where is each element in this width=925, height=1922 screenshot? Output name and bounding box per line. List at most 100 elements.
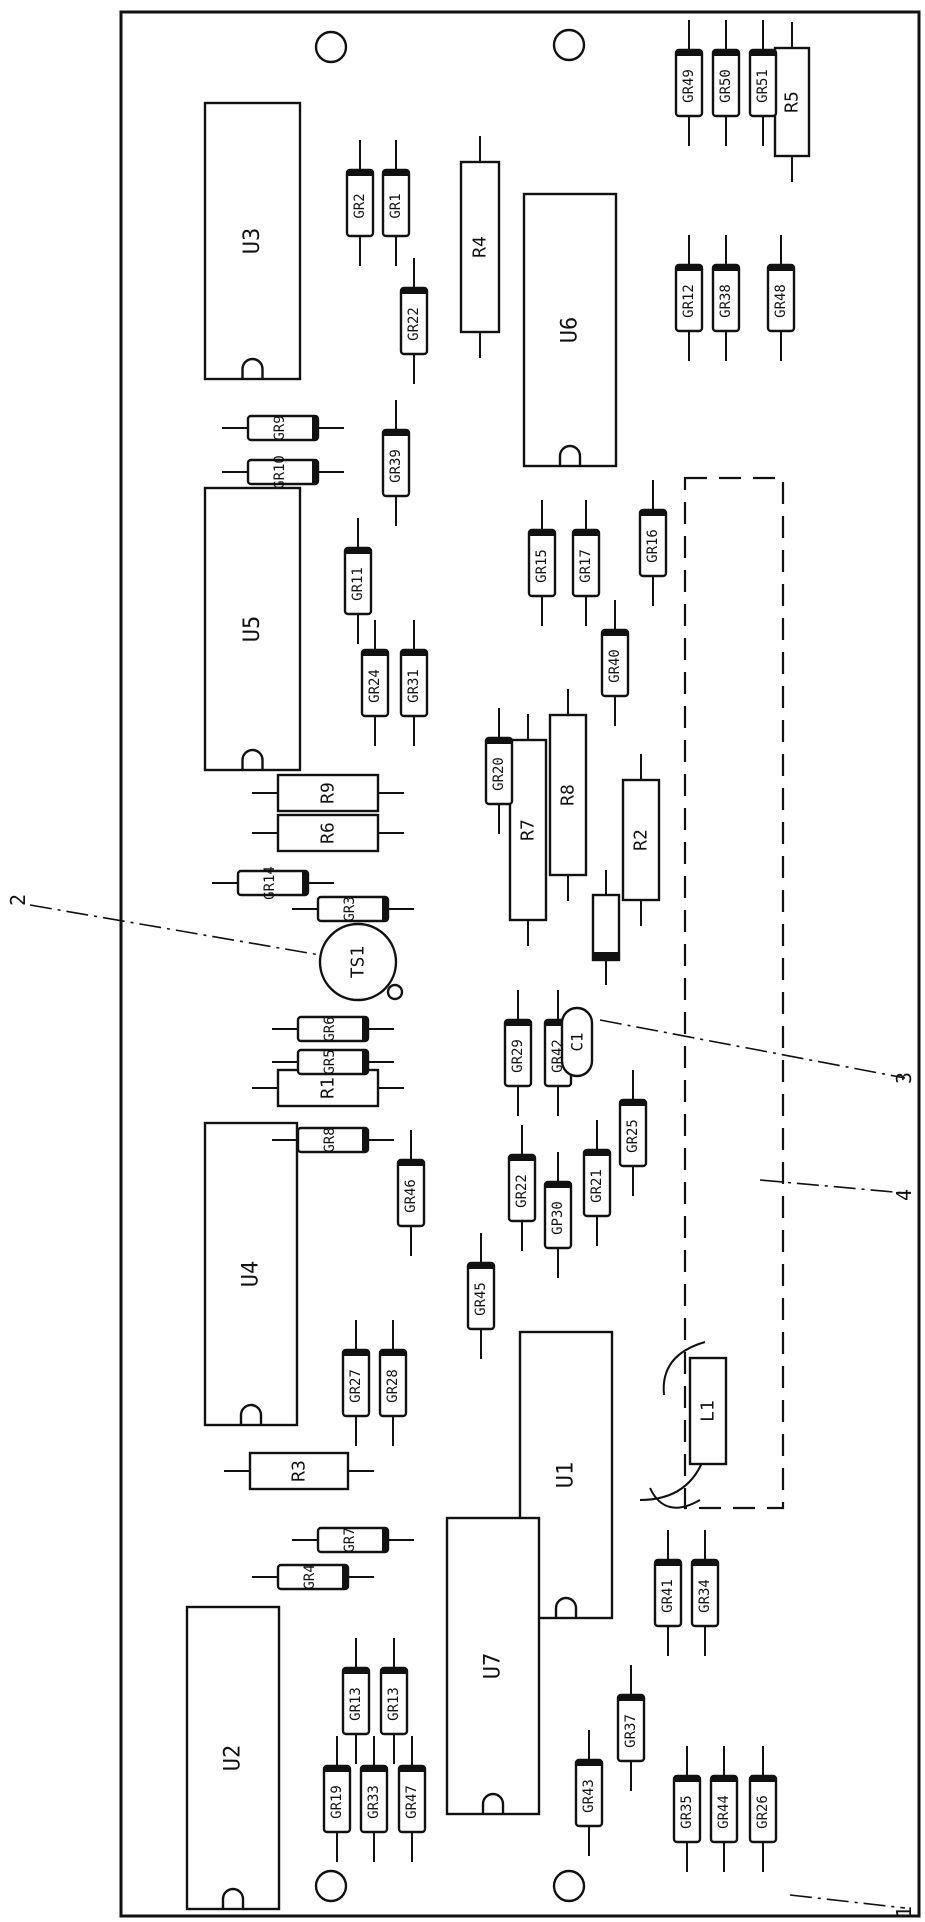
cathode-band [692, 1560, 718, 1566]
resistor-label: R7 [518, 819, 539, 841]
diode-label: GR20 [491, 757, 507, 791]
diode-label: GR51 [755, 69, 771, 103]
diode-gr15: GR15 [527, 500, 557, 626]
cathode-band [576, 1760, 602, 1766]
diode-label: GR2 [352, 193, 368, 218]
diode-gr21: GR21 [582, 1120, 612, 1246]
resistor-label: R6 [318, 822, 339, 844]
diode-label: GR31 [406, 669, 422, 703]
diode-label: GR6 [322, 1016, 338, 1041]
diode-label: GR5 [322, 1049, 338, 1074]
mounting-hole [314, 1869, 348, 1903]
cathode-band [584, 1150, 610, 1156]
cathode-band [713, 265, 739, 271]
cathode-band [713, 50, 739, 56]
ts1-label: TS1 [348, 946, 369, 979]
cathode-band [383, 170, 409, 176]
diode-label: GR47 [404, 1785, 420, 1819]
ic-u2: U2 [185, 1605, 281, 1911]
diode-gr2: GR2 [345, 140, 375, 266]
cathode-band [676, 265, 702, 271]
resistor-r5: R5 [773, 22, 811, 182]
diode-gr26: GR26 [748, 1746, 778, 1872]
diode-label: GR16 [645, 529, 661, 563]
cathode-band [342, 1565, 348, 1589]
cathode-band [302, 871, 308, 895]
ic-notch [221, 1887, 245, 1909]
resistor-r7: R7 [508, 714, 548, 946]
cathode-band [618, 1695, 644, 1701]
dashed-module-outline [683, 476, 785, 1510]
diode-label: GR40 [607, 649, 623, 683]
diode-label: GR35 [679, 1795, 695, 1829]
diode-label: GR15 [534, 549, 550, 583]
callout-4: 4 [759, 1179, 916, 1201]
diode-gr29: GR29 [503, 990, 533, 1116]
inductor-l1: L1 [639, 1341, 728, 1509]
diode-gr46: GR46 [396, 1130, 426, 1256]
ic-u5: U5 [203, 486, 302, 772]
diode-gr11: GR11 [343, 518, 373, 644]
diode-gr27: GR27 [341, 1320, 371, 1446]
diode-gr30: GP30 [543, 1152, 573, 1278]
diode-gr10: GR10 [222, 455, 344, 489]
ic-u3: U3 [203, 101, 302, 381]
c1-label: C1 [568, 1032, 587, 1051]
cathode-band [345, 548, 371, 554]
mounting-hole [314, 30, 348, 64]
diode-gr12: GR12 [674, 235, 704, 361]
diode-gr50: GR50 [711, 20, 741, 146]
ic-notch [554, 1596, 578, 1618]
cathode-band [750, 50, 776, 56]
diode-gr43: GR43 [574, 1730, 604, 1856]
diode-label: GR50 [718, 69, 734, 103]
diode-gr13a: GR13 [341, 1638, 371, 1764]
cathode-band [545, 1020, 571, 1026]
diode-gr51: GR51 [748, 20, 778, 146]
ic-notch [241, 748, 264, 770]
diode-label: GR11 [350, 567, 366, 601]
diode-label: GR37 [623, 1714, 639, 1748]
mounting-hole [552, 28, 586, 62]
diode-label: GR13 [386, 1687, 402, 1721]
cathode-band [347, 170, 373, 176]
diode-label: GR38 [718, 284, 734, 318]
resistor-label: R3 [289, 1460, 310, 1482]
diode-label: GR46 [403, 1179, 419, 1213]
ic-notch [558, 444, 582, 466]
cathode-band [750, 1776, 776, 1782]
cathode-band [655, 1560, 681, 1566]
ic-label: U7 [481, 1653, 506, 1680]
diode-gr34: GR34 [690, 1530, 720, 1656]
cathode-band [324, 1766, 350, 1772]
callout-label: 4 [892, 1189, 916, 1201]
diode-label: GR34 [697, 1579, 713, 1613]
resistor-r6: R6 [252, 813, 404, 853]
diode-gr1: GR1 [381, 140, 411, 266]
diode-gr9: GR9 [222, 414, 344, 442]
cathode-band [505, 1020, 531, 1026]
diode-label: GR39 [388, 449, 404, 483]
cathode-band [509, 1155, 535, 1161]
diode-label: GR8 [322, 1127, 338, 1152]
ic-notch [241, 357, 264, 379]
cathode-band [312, 460, 318, 484]
callout-1: 1 [789, 1894, 916, 1918]
ic-notch [481, 1792, 505, 1814]
cathode-band [620, 1100, 646, 1106]
diode-label: GR7 [342, 1527, 358, 1552]
diode-gr13b: GR13 [379, 1638, 409, 1764]
callout-2: 2 [6, 894, 321, 956]
cathode-band [398, 1160, 424, 1166]
resistor-label: R9 [318, 782, 339, 804]
cathode-band [573, 530, 599, 536]
resistor-r3: R3 [224, 1451, 374, 1491]
diode-gr23: GR22 [507, 1125, 537, 1251]
diode-gr8: GR8 [272, 1126, 394, 1154]
diode-gr44: GR44 [709, 1746, 739, 1872]
ic-label: U2 [221, 1745, 246, 1772]
resistor-label: R5 [782, 91, 803, 113]
